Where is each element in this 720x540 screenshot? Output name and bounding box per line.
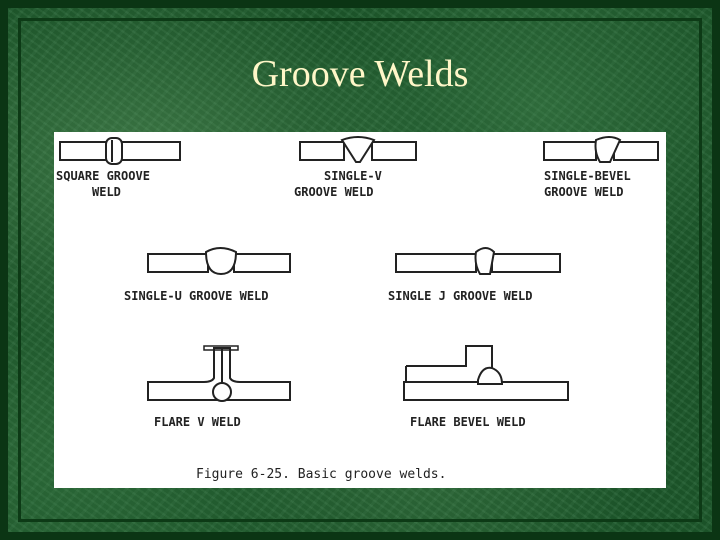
single-v-groove-weld-drawing bbox=[299, 136, 417, 163]
single-v-label-line1: SINGLE-V bbox=[324, 169, 382, 183]
square-groove-label-line2: WELD bbox=[92, 185, 121, 199]
groove-welds-figure: SQUARE GROOVE WELD SINGLE-V GROOVE WELD … bbox=[54, 132, 666, 488]
single-u-label: SINGLE-U GROOVE WELD bbox=[124, 289, 269, 303]
groove-welds-diagram: SQUARE GROOVE WELD SINGLE-V GROOVE WELD … bbox=[56, 136, 659, 482]
flare-bevel-label: FLARE BEVEL WELD bbox=[410, 415, 526, 429]
flare-v-weld-drawing bbox=[147, 345, 291, 402]
flare-v-label: FLARE V WELD bbox=[154, 415, 241, 429]
single-j-groove-weld-drawing bbox=[395, 247, 561, 275]
square-groove-label-line1: SQUARE GROOVE bbox=[56, 169, 150, 183]
single-bevel-label-line1: SINGLE-BEVEL bbox=[544, 169, 631, 183]
single-bevel-label-line2: GROOVE WELD bbox=[544, 185, 623, 199]
single-bevel-groove-weld-drawing bbox=[543, 136, 659, 163]
square-groove-weld-drawing bbox=[59, 137, 181, 165]
single-j-label: SINGLE J GROOVE WELD bbox=[388, 289, 533, 303]
single-v-label-line2: GROOVE WELD bbox=[294, 185, 373, 199]
figure-caption: Figure 6-25. Basic groove welds. bbox=[196, 467, 446, 482]
slide-inner-frame bbox=[18, 18, 702, 522]
flare-bevel-weld-drawing bbox=[403, 345, 569, 401]
slide-title: Groove Welds bbox=[251, 53, 469, 95]
single-u-groove-weld-drawing bbox=[147, 247, 291, 276]
